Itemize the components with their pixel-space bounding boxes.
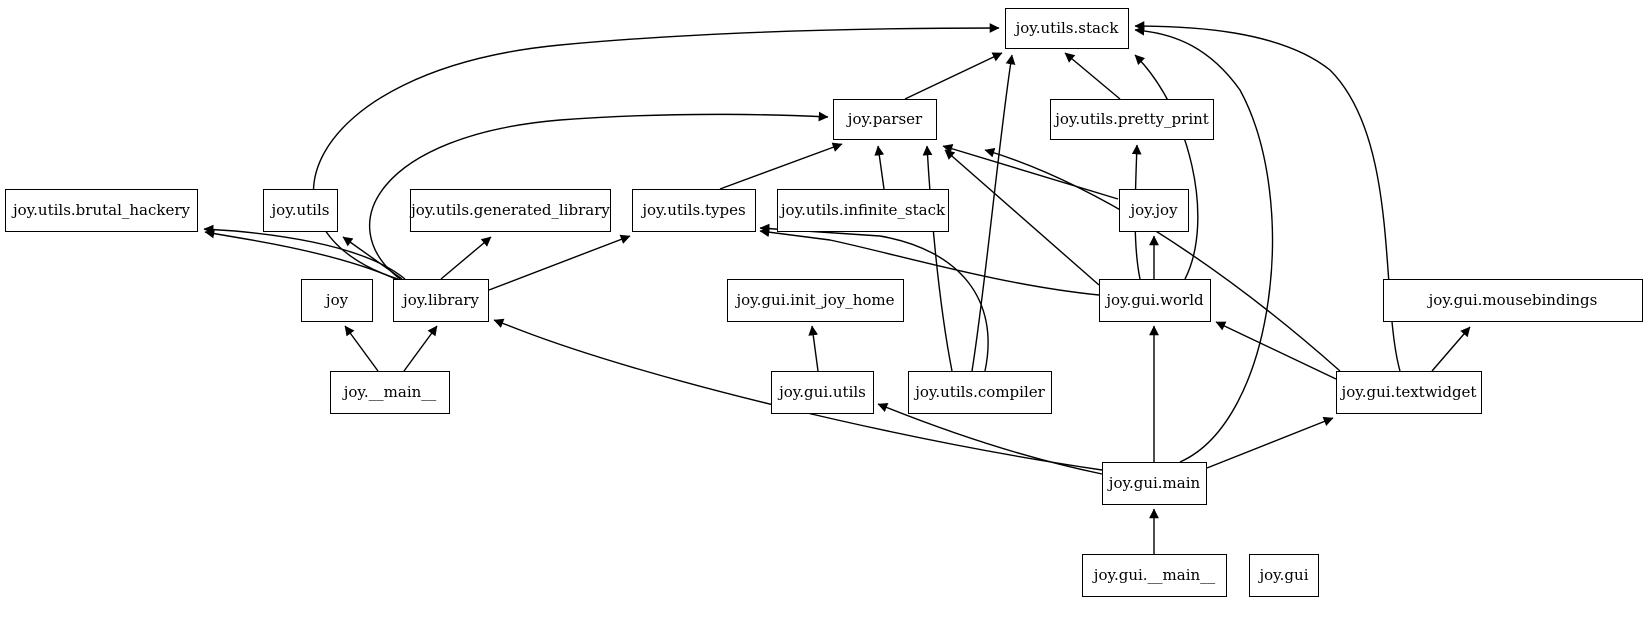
edge-joy-gui-main-to-joy-utils-stack (1134, 25, 1274, 463)
node-label: joy.gui.__main__ (1093, 566, 1216, 584)
node-label: joy.utils.stack (1015, 19, 1119, 37)
node-label: joy.gui.utils (779, 383, 866, 401)
node-label: joy.utils.brutal_hackery (13, 201, 190, 219)
node-label: joy.joy (1130, 201, 1178, 219)
edge-joy-utils-compiler-to-joy-parser (922, 145, 953, 372)
node-joy[interactable]: joy (301, 279, 373, 322)
node-joy-gui-textwidget[interactable]: joy.gui.textwidget (1336, 371, 1482, 414)
node-label: joy.utils.generated_library (411, 201, 610, 219)
edge-joy-library-to-joy-utils-types (488, 234, 631, 291)
edge-joy-parser-to-joy-utils-stack (904, 52, 1003, 100)
edge-joy-gui-textwidget-to-joy-gui-mousebindings (1431, 326, 1471, 372)
node-label: joy.gui.mousebindings (1428, 291, 1598, 309)
edge-joy-gui-main-to-joy-gui-utils (877, 402, 1103, 475)
node-joy-utils-pretty-print[interactable]: joy.utils.pretty_print (1050, 99, 1214, 140)
edge-joy-gui-utils-to-joy-gui-init-joy-home (808, 325, 819, 372)
edge-joy-utils-pretty-print-to-joy-utils-stack (1064, 52, 1121, 100)
edge-joy-gui-world-to-joy-parser (944, 149, 1100, 286)
node-label: joy.gui.init_joy_home (736, 291, 895, 309)
node-label: joy.gui.main (1108, 474, 1201, 492)
edge-joy-library-to-joy-utils-brutal-hackery (204, 228, 401, 282)
edge-joy-utils-compiler-to-joy-utils-types (759, 223, 989, 372)
edge-joy-library-to-joy-parser (368, 111, 829, 280)
node-joy-gui-mousebindings[interactable]: joy.gui.mousebindings (1383, 279, 1643, 322)
edge-joy-main-to-joy-library (403, 325, 438, 372)
node-label: joy.utils.compiler (915, 383, 1045, 401)
node-label: joy.__main__ (343, 383, 437, 401)
node-label: joy.utils.types (642, 201, 746, 219)
edge-joy-library-to-joy-utils-brutal-hackery-2 (203, 224, 406, 280)
node-joy-gui-utils[interactable]: joy.gui.utils (771, 371, 874, 414)
node-label: joy.library (403, 291, 479, 309)
node-joy-gui[interactable]: joy.gui (1249, 554, 1319, 597)
node-label: joy.parser (847, 110, 923, 128)
node-joy-main-module[interactable]: joy.__main__ (330, 371, 450, 414)
edge-joy-main-to-joy (344, 325, 379, 372)
node-joy-utils-infinite-stack[interactable]: joy.utils.infinite_stack (777, 189, 949, 232)
edge-joy-gui-textwidget-to-joy-parser (984, 147, 1341, 372)
node-joy-gui-world[interactable]: joy.gui.world (1099, 279, 1211, 322)
edge-joy-gui-textwidget-to-joy-gui-world (1215, 321, 1337, 380)
node-joy-utils-brutal-hackery[interactable]: joy.utils.brutal_hackery (5, 189, 198, 232)
node-label: joy.gui (1259, 566, 1309, 584)
edge-joy-library-to-joy-utils-generated-library (440, 236, 492, 280)
node-label: joy (325, 291, 349, 309)
node-joy-parser[interactable]: joy.parser (833, 99, 937, 140)
edge-joy-utils-types-to-joy-parser (719, 142, 843, 190)
edge-joy-library-to-joy-utils-stack (312, 23, 1000, 280)
node-label: joy.gui.textwidget (1341, 383, 1477, 401)
node-joy-utils-types[interactable]: joy.utils.types (632, 189, 756, 232)
node-joy-utils-stack[interactable]: joy.utils.stack (1005, 8, 1129, 49)
node-label: joy.utils.infinite_stack (780, 201, 946, 219)
node-label: joy.gui.world (1106, 291, 1204, 309)
node-label: joy.utils.pretty_print (1055, 110, 1209, 128)
edge-joy-gui-world-to-joy-utils-types (759, 227, 1100, 296)
edge-joy-utils-infinite-stack-to-joy-parser (874, 145, 885, 190)
node-joy-utils-generated-library[interactable]: joy.utils.generated_library (410, 189, 611, 232)
node-joy-gui-init-joy-home[interactable]: joy.gui.init_joy_home (727, 279, 904, 322)
node-label: joy.utils (271, 201, 330, 219)
node-joy-utils-compiler[interactable]: joy.utils.compiler (908, 371, 1052, 414)
edge-joy-joy-to-joy-parser (942, 144, 1119, 200)
node-joy-joy[interactable]: joy.joy (1119, 189, 1189, 232)
node-joy-library[interactable]: joy.library (393, 279, 489, 322)
edge-joy-gui-main-to-joy-gui-textwidget (1206, 416, 1334, 469)
node-joy-gui-main-module[interactable]: joy.gui.__main__ (1082, 554, 1227, 597)
node-joy-utils[interactable]: joy.utils (263, 189, 338, 232)
edge-joy-gui-world-to-joy-utils-stack (1134, 54, 1199, 280)
node-joy-gui-main[interactable]: joy.gui.main (1102, 462, 1207, 505)
edge-joy-utils-compiler-to-joy-utils-stack (971, 54, 1016, 372)
edge-joy-library-to-joy-utils (342, 236, 403, 280)
